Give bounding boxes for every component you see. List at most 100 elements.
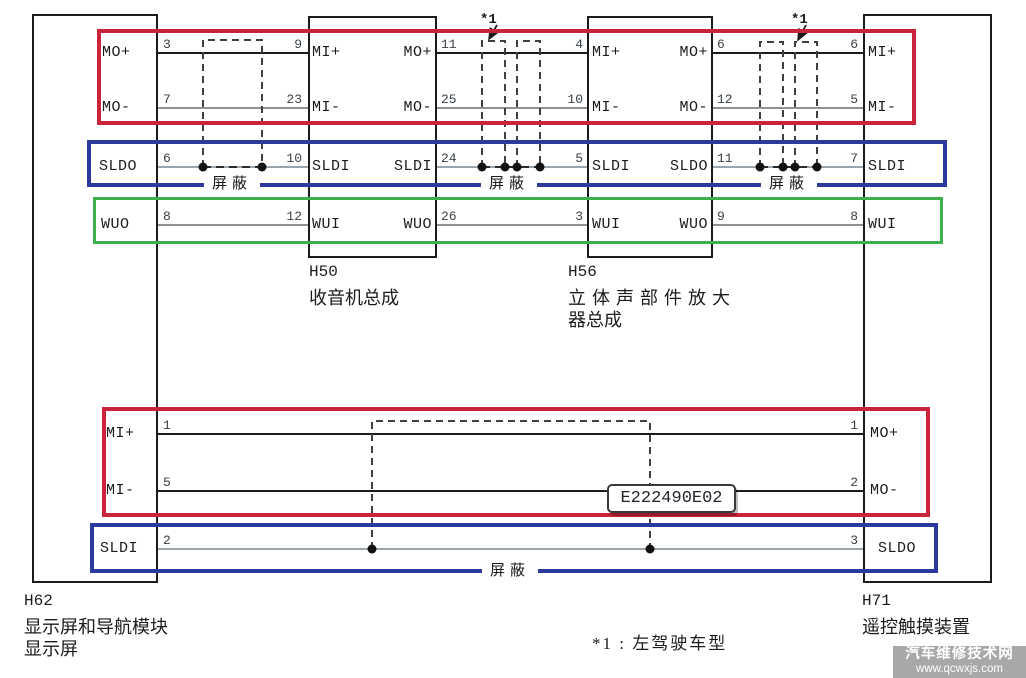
pin-h50-26: 26 <box>441 209 457 224</box>
h50-name: 收音机总成 <box>309 288 399 308</box>
wire-miminus-bottom <box>158 490 863 492</box>
h71-signal-mi-plus: MI+ <box>868 44 897 61</box>
h71-signal-sldi: SLDI <box>868 158 907 175</box>
h71-signal-sldo: SLDO <box>878 540 917 557</box>
h62-signal-sldi: SLDI <box>100 540 139 557</box>
pin-h56-6: 6 <box>717 37 725 52</box>
h56-signal-wuo: WUO <box>679 216 708 233</box>
h62-signal-mo-plus: MO+ <box>102 44 131 61</box>
pin-h71-6: 6 <box>850 37 858 52</box>
h50-signal-sldi-out: SLDI <box>393 158 432 175</box>
wire-mminus-span1 <box>158 107 308 109</box>
h62-signal-mo-minus: MO- <box>102 99 131 116</box>
eco-label: E222490E02 <box>607 484 736 513</box>
shield-label-span2: 屏蔽 <box>480 172 538 193</box>
wire-mplus-span3 <box>713 52 863 54</box>
h62-signal-sldo: SLDO <box>99 158 138 175</box>
h56-signal-mi-minus: MI- <box>592 99 621 116</box>
pin-h62-6: 6 <box>163 151 171 166</box>
pin-h71-8: 8 <box>850 209 858 224</box>
pin-h56-4: 4 <box>575 37 583 52</box>
watermark: 汽车维修技术网 www.qcwxjs.com <box>893 646 1026 678</box>
star-mark-span2: *1 <box>480 12 497 28</box>
h50-signal-wuo: WUO <box>403 216 432 233</box>
h56-signal-mo-minus: MO- <box>679 99 708 116</box>
h50-signal-mi-minus: MI- <box>312 99 341 116</box>
wire-mminus-span2 <box>437 107 587 109</box>
pin-h56-10: 10 <box>567 92 583 107</box>
shield-bracket-span1 <box>202 39 263 167</box>
h71-signal-mo-plus: MO+ <box>870 425 899 442</box>
h56-name-line2: 器总成 <box>568 310 622 330</box>
connector-box-h62 <box>32 14 158 583</box>
h56-code: H56 <box>568 263 597 281</box>
pin-h62-3: 3 <box>163 37 171 52</box>
wire-mminus-span3 <box>713 107 863 109</box>
pin-h50-24: 24 <box>441 151 457 166</box>
h56-signal-mi-plus: MI+ <box>592 44 621 61</box>
h71-signal-mi-minus: MI- <box>868 99 897 116</box>
pin-h71-1: 1 <box>850 418 858 433</box>
wire-wu-span3 <box>713 224 863 226</box>
h71-code: H71 <box>862 592 891 610</box>
pin-h50-25: 25 <box>441 92 457 107</box>
h56-signal-sldo: SLDO <box>669 158 708 175</box>
pin-h62-7: 7 <box>163 92 171 107</box>
h50-signal-wui: WUI <box>312 216 341 233</box>
h50-signal-sldi-in: SLDI <box>312 158 351 175</box>
pin-h62-2: 2 <box>163 533 171 548</box>
shield-label-span3: 屏蔽 <box>760 172 818 193</box>
shield-label-bottom: 屏蔽 <box>481 559 539 580</box>
watermark-line1: 汽车维修技术网 <box>905 646 1014 662</box>
footnote-star1: *1 : 左驾驶车型 <box>592 634 728 653</box>
shield-label-span1: 屏蔽 <box>203 172 261 193</box>
pin-h71-2: 2 <box>850 475 858 490</box>
pin-h62-8: 8 <box>163 209 171 224</box>
shield-bracket-span2a <box>481 40 506 167</box>
h56-signal-wui: WUI <box>592 216 621 233</box>
h56-signal-sldi: SLDI <box>592 158 631 175</box>
pin-h50-10: 10 <box>286 151 302 166</box>
connector-box-h56 <box>587 16 713 258</box>
pin-h71-7: 7 <box>850 151 858 166</box>
wire-sldi-bottom <box>158 548 863 550</box>
shield-bracket-span3b <box>794 41 818 167</box>
pin-h56-11: 11 <box>717 151 733 166</box>
pin-h56-9: 9 <box>717 209 725 224</box>
h62-name-line1: 显示屏和导航模块 <box>24 617 168 637</box>
pin-h71-3: 3 <box>850 533 858 548</box>
wire-mplus-span2 <box>437 52 587 54</box>
star-mark-span3: *1 <box>791 12 808 28</box>
h50-signal-mo-minus: MO- <box>403 99 432 116</box>
pin-h50-12: 12 <box>286 209 302 224</box>
h50-signal-mi-plus: MI+ <box>312 44 341 61</box>
h50-code: H50 <box>309 263 338 281</box>
h62-name-line2: 显示屏 <box>24 639 78 659</box>
wire-wu-span1 <box>158 224 308 226</box>
h71-signal-mo-minus: MO- <box>870 482 899 499</box>
h71-signal-wui: WUI <box>868 216 897 233</box>
pin-h50-23: 23 <box>286 92 302 107</box>
shield-bracket-span3a <box>759 41 784 167</box>
pin-h62-5: 5 <box>163 475 171 490</box>
h62-signal-wuo: WUO <box>101 216 130 233</box>
pin-h56-5: 5 <box>575 151 583 166</box>
h62-code: H62 <box>24 592 53 610</box>
pin-h50-9: 9 <box>294 37 302 52</box>
h62-signal-mi-minus: MI- <box>106 482 135 499</box>
connector-box-h50 <box>308 16 437 258</box>
pin-h56-12: 12 <box>717 92 733 107</box>
pin-h62-1: 1 <box>163 418 171 433</box>
wire-miplus-bottom <box>158 433 863 435</box>
shield-junction-dots <box>198 162 822 554</box>
h56-name-line1: 立体声部件放大 <box>568 288 736 308</box>
wire-wu-span2 <box>437 224 587 226</box>
shield-bracket-span2b <box>516 40 541 167</box>
h50-signal-mo-plus: MO+ <box>403 44 432 61</box>
h71-name: 遥控触摸装置 <box>862 617 970 637</box>
pin-h56-3: 3 <box>575 209 583 224</box>
wire-mplus-span1 <box>158 52 308 54</box>
h62-signal-mi-plus: MI+ <box>106 425 135 442</box>
pin-h71-5: 5 <box>850 92 858 107</box>
